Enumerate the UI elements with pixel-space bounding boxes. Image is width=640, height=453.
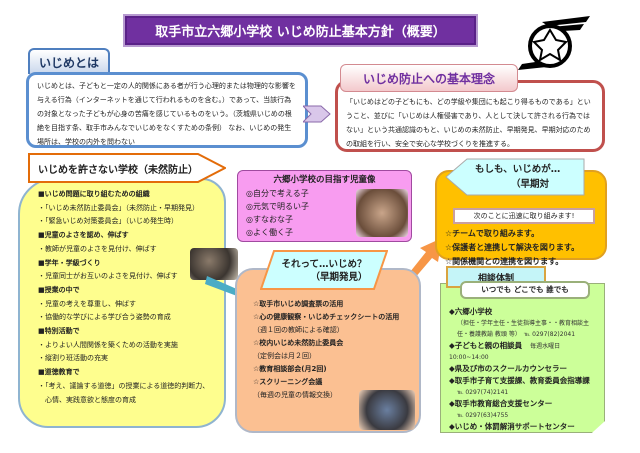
prevention-item: ■いじめ問題に取り組むための組織	[38, 188, 214, 202]
early-subheading: （早期発見）	[310, 272, 368, 283]
consult-item-heading: ◆取手市子育て支援課、教育委員会指導課	[449, 376, 590, 385]
early-item: （毎週の児童の情報交換）	[253, 391, 337, 399]
students-photo	[190, 248, 238, 280]
response-item: ☆保護者と連携して解決を図ります。	[445, 243, 580, 252]
ideal-item: ◎自分で考える子	[246, 189, 309, 198]
early-item: （週１回の教師による確認）	[253, 326, 344, 334]
prevention-item: ・「考え、議論する道徳」の授業による道徳的判断力、	[38, 381, 210, 390]
prevention-item-heading: ■学年・学級づくり	[38, 258, 101, 267]
philosophy-text: 「いじめはどの子どもにも、どの学級や集団にも起こり得るものである」ということ、並…	[346, 98, 591, 148]
consult-item: ◆六郷小学校	[449, 306, 598, 318]
early-item: ☆教育相談部会(月2回)	[253, 363, 409, 376]
early-item: ☆心の健康観察・いじめチェックシートの活用	[253, 311, 409, 324]
prevention-item: ・「いじめ未然防止委員会」（未然防止・早期発見）	[38, 203, 199, 212]
definition-box: いじめとは、子どもと一定の人的関係にある者が行う心理的または物理的な影響を与える…	[26, 72, 308, 148]
prevention-item-heading: ■授業の中で	[38, 285, 80, 294]
definition-text: いじめとは、子どもと一定の人的関係にある者が行う心理的または物理的な影響を与える…	[37, 82, 296, 146]
consult-item: ◆いじめ・体罰解消サポートセンター	[449, 421, 598, 433]
consult-item: ◆子どもと親の相談員毎週水曜日10:00~14:00	[449, 340, 598, 363]
prevention-item-heading: ■道徳教育で	[38, 368, 80, 377]
prevention-item: 心情、実践意欲と態度の育成	[38, 395, 136, 404]
prevention-item: ・協働的な学びによる学び合う姿勢の育成	[38, 313, 171, 322]
early-item-heading: ☆心の健康観察・いじめチェックシートの活用	[253, 313, 400, 321]
ideal-student-scroll: 六郷小学校の目指す児童像 ◎自分で考える子 ◎元気で明るい子 ◎すなおな子 ◎よく働く…	[237, 170, 412, 242]
consult-box: ◆六郷小学校 （担任・学年主任・生徒指導主事・・教育相談主任・養護教諭 教頭 等）…	[440, 283, 605, 433]
prevention-item: ・よりよい人間関係を築くための活動を実施	[38, 340, 178, 349]
consult-item: （担任・学年主任・生徒指導主事・・教育相談主任・養護教諭 教頭 等） ℡ 029…	[457, 320, 590, 338]
prevention-item: ■児童のよさを認め、伸ばす	[38, 229, 214, 243]
consult-item: ℡ 029(823)6770	[457, 435, 509, 442]
consult-item: ℡ 0297(74)2141	[457, 389, 509, 396]
consult-item-heading: ◆六郷小学校	[449, 307, 493, 316]
ideal-item: ◎すなおな子	[246, 215, 293, 224]
philosophy-heading: いじめ防止への基本理念	[340, 64, 518, 92]
prevention-item: ・児童同士がお互いのよさを見付け、伸ばす	[38, 272, 178, 281]
early-item-heading: ☆スクリーニング会議	[253, 378, 323, 386]
prevention-item: ■学年・学級づくり	[38, 257, 214, 271]
early-detection-header: それって…いじめ？ （早期発見）	[260, 250, 388, 290]
prevention-item: ■特別活動で	[38, 325, 214, 339]
response-subheading: （早期対	[511, 179, 550, 190]
prevention-item-heading: ■特別活動で	[38, 327, 80, 336]
consult-item-heading: ◆県及び市のスクールカウンセラー	[449, 364, 568, 373]
consult-item-heading: ◆取手市教育総合支援センター	[449, 399, 553, 408]
early-item-heading: ☆教育相談部会(月2回)	[253, 365, 327, 373]
response-item: ☆関係機関との連携を図ります。	[445, 257, 564, 266]
ideal-item: ◎元気で明るい子	[246, 202, 309, 211]
philosophy-box: 「いじめはどの子どもにも、どの学級や集団にも起こり得るものである」ということ、並…	[335, 80, 605, 152]
early-detection-box: ☆取手市いじめ調査票の活用 ☆心の健康観察・いじめチェックシートの活用 （週１回の教…	[235, 268, 421, 433]
prevention-header: いじめを許さない学校（未然防止）	[28, 153, 226, 183]
early-item: ☆スクリーニング会議	[253, 376, 409, 389]
chevron-right-icon	[303, 105, 331, 123]
consult-item: ◆県及び市のスクールカウンセラー	[449, 363, 598, 375]
consult-item: ℡ 0297(63)4755	[457, 412, 509, 419]
early-item: （定例会は月２回）	[253, 352, 316, 360]
prevention-item: ■授業の中で	[38, 284, 214, 298]
prevention-item: ・縦割り班活動の充実	[38, 354, 108, 363]
prevention-box: ■いじめ問題に取り組むための組織・「いじめ未然防止委員会」（未然防止・早期発見）…	[18, 178, 238, 428]
consult-item-heading: ◆いじめ・体罰解消サポートセンター	[449, 422, 575, 431]
prevention-item: ■道徳教育で	[38, 366, 214, 380]
consult-item: ◆取手市教育総合支援センター	[449, 398, 598, 410]
prevention-heading: いじめを許さない学校（未然防止）	[38, 165, 198, 176]
early-item-heading: ☆取手市いじめ調査票の活用	[253, 300, 344, 308]
response-header: もしも、いじめが… （早期対	[445, 158, 585, 196]
consult-item: ◆取手市子育て支援課、教育委員会指導課	[449, 375, 598, 387]
ideal-heading: 六郷小学校の目指す児童像	[273, 175, 376, 185]
prevention-item-heading: ■いじめ問題に取り組むための組織	[38, 190, 150, 198]
early-heading: それって…いじめ？	[281, 259, 367, 270]
response-item: ☆チームで取り組みます。	[445, 229, 540, 238]
prevention-item: ・教師が児童のよさを見付け、伸ばす	[38, 244, 157, 253]
consult-bubble: いつでも どこでも 誰でも	[460, 281, 590, 299]
definition-heading: いじめとは	[28, 48, 110, 74]
early-item: ☆校内いじめ未然防止委員会	[253, 337, 409, 350]
response-heading: もしも、いじめが…	[475, 164, 561, 175]
response-note: 次のことに迅速に取り組みます!	[453, 208, 595, 224]
prevention-item: ・「緊急いじめ対策委員会」（いじめ発生時）	[38, 217, 178, 226]
early-item: ☆取手市いじめ調査票の活用	[253, 298, 409, 311]
consult-item-heading: ◆子どもと親の相談員	[449, 341, 523, 350]
ideal-item: ◎よく働く子	[246, 228, 293, 237]
children-photo	[356, 189, 408, 237]
classroom-photo	[359, 390, 415, 430]
consult-item-detail: 毎週水曜日10:00~14:00	[449, 343, 561, 361]
prevention-item-heading: ■児童のよさを認め、伸ばす	[38, 231, 129, 240]
page-title: 取手市立六郷小学校 いじめ防止基本方針（概要）	[123, 14, 478, 47]
prevention-item: ・児童の考えを尊重し、伸ばす	[38, 299, 136, 308]
early-item-heading: ☆校内いじめ未然防止委員会	[253, 339, 344, 347]
school-emblem-logo	[518, 16, 590, 70]
